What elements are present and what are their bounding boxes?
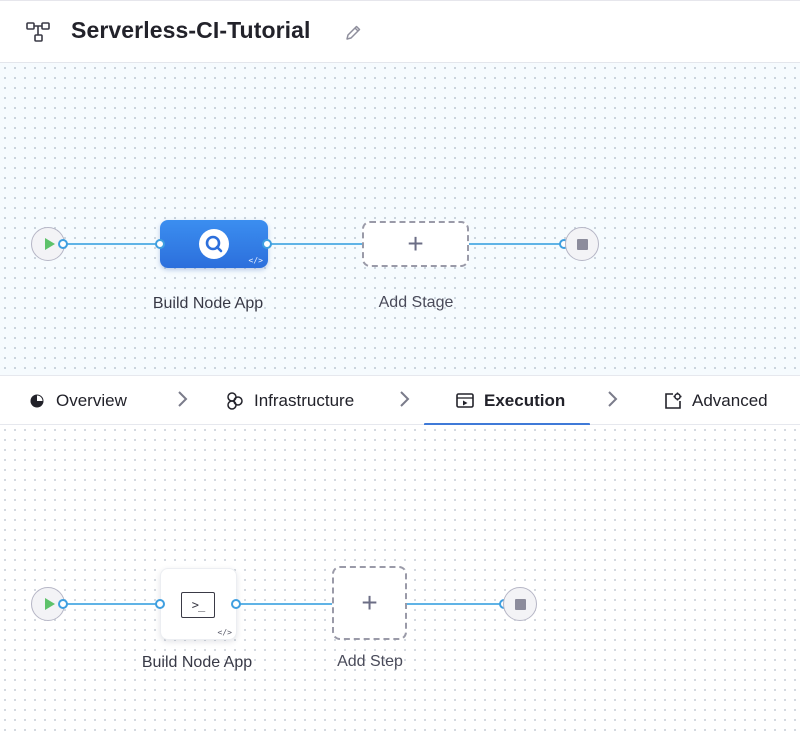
connector-port xyxy=(155,239,165,249)
connector-port xyxy=(155,599,165,609)
tab-label: Execution xyxy=(484,390,566,410)
infrastructure-icon xyxy=(225,391,245,411)
connector-port xyxy=(231,599,241,609)
tab-label: Infrastructure xyxy=(254,390,355,410)
step-connector xyxy=(407,603,504,605)
add-step-button[interactable]: + xyxy=(332,566,407,640)
tab-label: Overview xyxy=(56,390,127,410)
step-build-node-app[interactable]: >_ </> xyxy=(160,568,237,640)
pencil-icon[interactable] xyxy=(343,23,363,43)
tab-label: Advanced xyxy=(692,390,768,410)
stage-connector xyxy=(268,243,363,245)
stage-tabs: Overview Infrastructure Execution xyxy=(0,375,800,426)
connector-port xyxy=(58,599,68,609)
step-connector xyxy=(63,603,160,605)
play-icon xyxy=(44,238,55,250)
pipeline-name: Serverless-CI-Tutorial xyxy=(71,17,311,43)
tab-infrastructure[interactable]: Infrastructure xyxy=(225,376,354,425)
play-icon xyxy=(44,598,55,610)
stage-label: Build Node App xyxy=(152,295,264,312)
chevron-right-icon xyxy=(608,391,618,407)
connector-port xyxy=(58,239,68,249)
tab-advanced[interactable]: Advanced xyxy=(663,376,768,425)
execution-end-node xyxy=(503,587,537,621)
plus-icon: + xyxy=(407,228,424,259)
stop-icon xyxy=(576,238,588,250)
step-label: Build Node App xyxy=(141,654,253,671)
pipeline-studio-canvas xyxy=(0,63,800,375)
tab-overview[interactable]: Overview xyxy=(27,376,127,425)
pipeline-icon xyxy=(26,22,50,42)
code-icon: </> xyxy=(248,256,263,265)
connector-port xyxy=(262,239,272,249)
chevron-right-icon xyxy=(400,391,410,407)
stage-connector xyxy=(469,243,564,245)
pipeline-end-node xyxy=(565,227,599,261)
add-stage-button[interactable]: + xyxy=(362,221,469,267)
execution-icon xyxy=(455,391,475,411)
add-step-label: Add Step xyxy=(337,653,403,670)
pipeline-header: Serverless-CI-Tutorial xyxy=(0,0,800,63)
code-icon: </> xyxy=(217,628,232,637)
stop-icon xyxy=(514,598,526,610)
tab-execution[interactable]: Execution xyxy=(455,376,565,425)
active-tab-indicator xyxy=(424,423,590,426)
stage-connector xyxy=(63,243,161,245)
ci-stage-icon xyxy=(199,229,229,259)
chevron-right-icon xyxy=(178,391,188,407)
plus-icon: + xyxy=(361,587,378,618)
add-stage-label: Add Stage xyxy=(378,294,454,311)
advanced-icon xyxy=(663,391,683,411)
overview-icon xyxy=(27,391,47,411)
terminal-icon: >_ xyxy=(181,592,215,618)
step-connector xyxy=(237,603,333,605)
stage-build-node-app[interactable]: </> xyxy=(160,220,268,268)
